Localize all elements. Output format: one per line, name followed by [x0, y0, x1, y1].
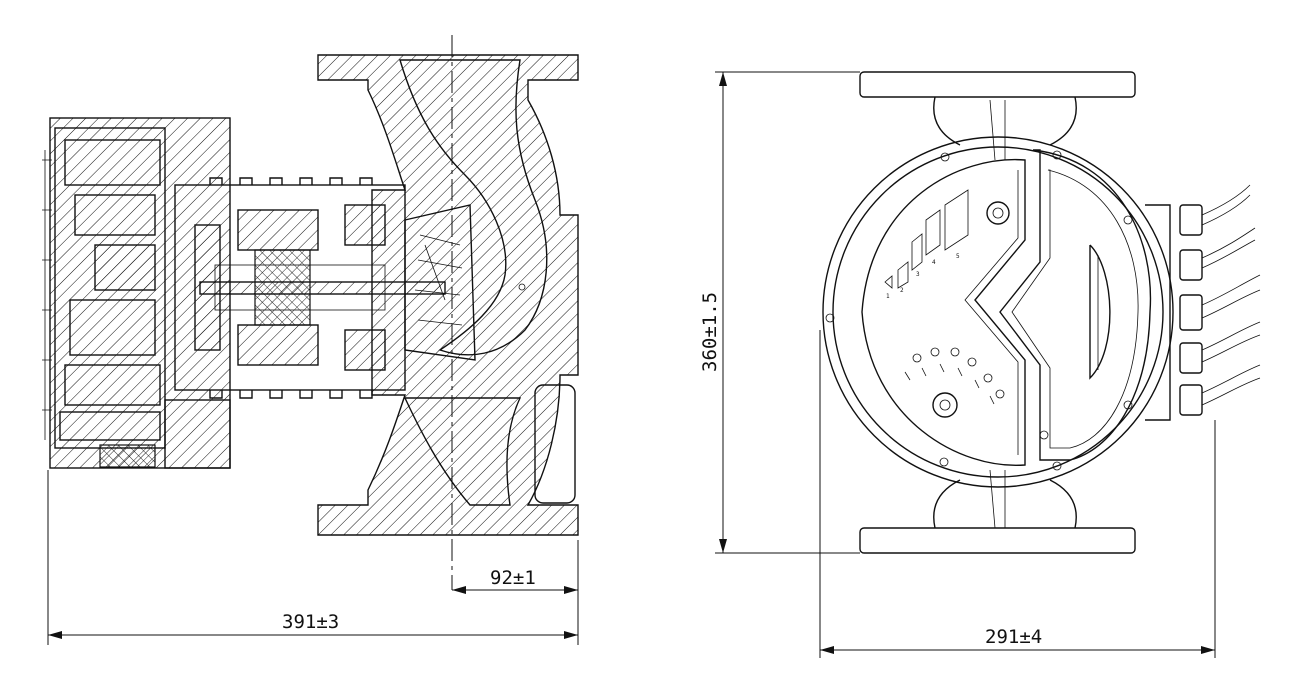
flange-offset-label: 92±1 — [490, 567, 536, 589]
svg-text:1: 1 — [886, 293, 890, 300]
svg-text:4: 4 — [932, 259, 936, 266]
dimension-flange-offset: 92±1 — [452, 540, 579, 600]
overall-width-label: 291±4 — [985, 626, 1042, 648]
cable-glands — [1179, 184, 1261, 416]
dimension-overall-height: 360±1.5 — [699, 71, 860, 554]
top-flange — [859, 71, 1136, 98]
pump-housing — [317, 54, 579, 536]
dimension-overall-length: 391±3 — [47, 470, 579, 645]
side-section-view: 92±1 391±3 — [42, 35, 579, 645]
front-view: 1 2 3 4 5 — [699, 71, 1261, 658]
led-button — [986, 201, 1010, 225]
selector-button — [932, 392, 958, 418]
overall-length-label: 391±3 — [282, 611, 339, 633]
screws — [825, 150, 1133, 471]
control-panel — [861, 158, 1026, 467]
speed-step-indicators: 1 2 3 4 5 — [884, 189, 969, 300]
svg-text:5: 5 — [956, 253, 960, 260]
dimension-overall-width: 291±4 — [819, 330, 1216, 658]
terminal-cover — [999, 149, 1152, 461]
electronics-module — [42, 117, 231, 469]
shaft — [199, 281, 446, 295]
indicator-lamps — [904, 347, 1005, 405]
svg-text:3: 3 — [916, 271, 920, 278]
svg-text:2: 2 — [900, 287, 904, 294]
overall-height-label: 360±1.5 — [699, 292, 721, 372]
motor-body-outer — [822, 136, 1174, 488]
bottom-flange — [859, 527, 1136, 554]
